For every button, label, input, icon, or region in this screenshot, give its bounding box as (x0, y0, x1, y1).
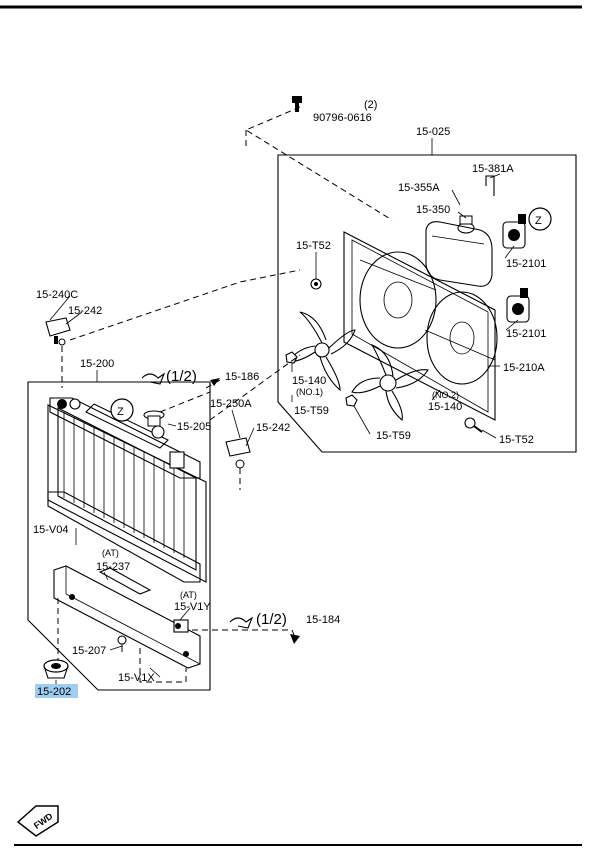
callout-ref-186[interactable]: 15-186 (225, 371, 259, 383)
radiator-upper-hose (85, 403, 169, 449)
coolant-reservoir (425, 215, 493, 287)
callout-nut-t59-left[interactable]: 15-T59 (294, 405, 329, 417)
callout-seal-v1y[interactable]: 15-V1Y (174, 601, 211, 613)
callout-202-highlight (35, 684, 78, 698)
ref-186-arrow-icon (141, 372, 221, 389)
reservoir-hose (485, 175, 495, 196)
radiator-group-frame (27, 381, 211, 691)
callout-motor-2101-upper[interactable]: 15-2101 (506, 258, 546, 270)
callout-hose-381a[interactable]: 15-381A (472, 163, 514, 175)
fan-no2-blades (351, 343, 429, 422)
lower-rail (53, 565, 201, 669)
fan-motor-lower (506, 288, 530, 323)
radiator-fan-dash (69, 269, 301, 421)
bolt-t52-upper-icon (310, 278, 322, 290)
callout-bushing-242-left[interactable]: 15-242 (68, 305, 102, 317)
callout-radiator-200[interactable]: 15-200 (80, 358, 114, 370)
seal-v1y (173, 619, 189, 633)
fan-shroud (343, 231, 498, 421)
drain-plug-icon (117, 635, 127, 652)
callout-bolt-top-qty[interactable]: (2) (364, 99, 377, 111)
nut-t59-left-icon (285, 351, 298, 364)
callout-fan-140-no2[interactable]: 15-140 (428, 401, 462, 413)
callout-ref-184[interactable]: 15-184 (306, 614, 340, 626)
fan-no1-blades (286, 311, 356, 392)
radiator-top-left-tank (57, 398, 81, 410)
fwd-arrow-icon (16, 805, 59, 837)
fan-group-leaders (291, 173, 519, 439)
ref-184-arrow-icon (192, 616, 300, 644)
bolt-top-dash (244, 106, 393, 221)
z-circle-motor (528, 207, 552, 231)
z-circle-radiator (110, 398, 134, 422)
callout-ref-186-frac[interactable]: (1/2) (166, 368, 197, 385)
callout-bolt-top[interactable]: 90796-0616 (313, 112, 372, 124)
callout-seal-v1x[interactable]: 15-V1X (118, 672, 155, 684)
callout-ref-184-frac[interactable]: (1/2) (256, 611, 287, 628)
callout-bracket-250a[interactable]: 15-250A (210, 398, 252, 410)
callout-seal-v04[interactable]: 15-V04 (33, 524, 68, 536)
callout-bushing-242-right[interactable]: 15-242 (256, 422, 290, 434)
z-label-radiator: Z (117, 406, 124, 418)
lower-dash (57, 598, 187, 683)
callout-fan-group[interactable]: 15-025 (416, 126, 450, 138)
callout-drain-207[interactable]: 15-207 (72, 645, 106, 657)
bolt-icon (292, 96, 302, 112)
z-label-motor: Z (535, 215, 542, 227)
radiator-cap-icon (143, 410, 165, 427)
bracket-240c-icon (45, 317, 71, 346)
radiator-leaders (49, 295, 255, 688)
rubber-mount-icon (43, 659, 69, 679)
callout-at-note-v1y: (AT) (180, 590, 197, 600)
callout-bolt-t52-upper[interactable]: 15-T52 (296, 240, 331, 252)
callout-reservoir-350[interactable]: 15-350 (416, 204, 450, 216)
callout-shroud-210a[interactable]: 15-210A (503, 362, 545, 374)
radiator-right-fitting (169, 451, 185, 469)
callout-cap-355a[interactable]: 15-355A (398, 182, 440, 194)
callout-nut-t59-bottom[interactable]: 15-T59 (376, 430, 411, 442)
callout-bolt-t52-lower[interactable]: 15-T52 (499, 434, 534, 446)
callout-at-note-237: (AT) (102, 548, 119, 558)
seal-237 (98, 567, 152, 595)
callout-bracket-240c[interactable]: 15-240C (36, 289, 78, 301)
callout-fan-140-no1-note: (NO.1) (296, 387, 323, 397)
bracket-250a-icon (225, 437, 251, 469)
fan-group-frame (277, 154, 577, 453)
nut-t59-bottom-icon (345, 394, 358, 407)
radiator-core (47, 397, 207, 583)
callout-motor-2101-lower[interactable]: 15-2101 (506, 328, 546, 340)
bolt-t52-lower-icon (464, 417, 483, 433)
fan-motor-upper (502, 214, 526, 249)
callout-fan-140-no1[interactable]: 15-140 (292, 375, 326, 387)
callout-cap-205[interactable]: 15-205 (177, 421, 211, 433)
callout-mount-202[interactable]: 15-202 (37, 686, 71, 698)
callout-fan-140-no2-note: (NO.2) (432, 390, 459, 400)
callout-seal-237[interactable]: 15-237 (96, 561, 130, 573)
